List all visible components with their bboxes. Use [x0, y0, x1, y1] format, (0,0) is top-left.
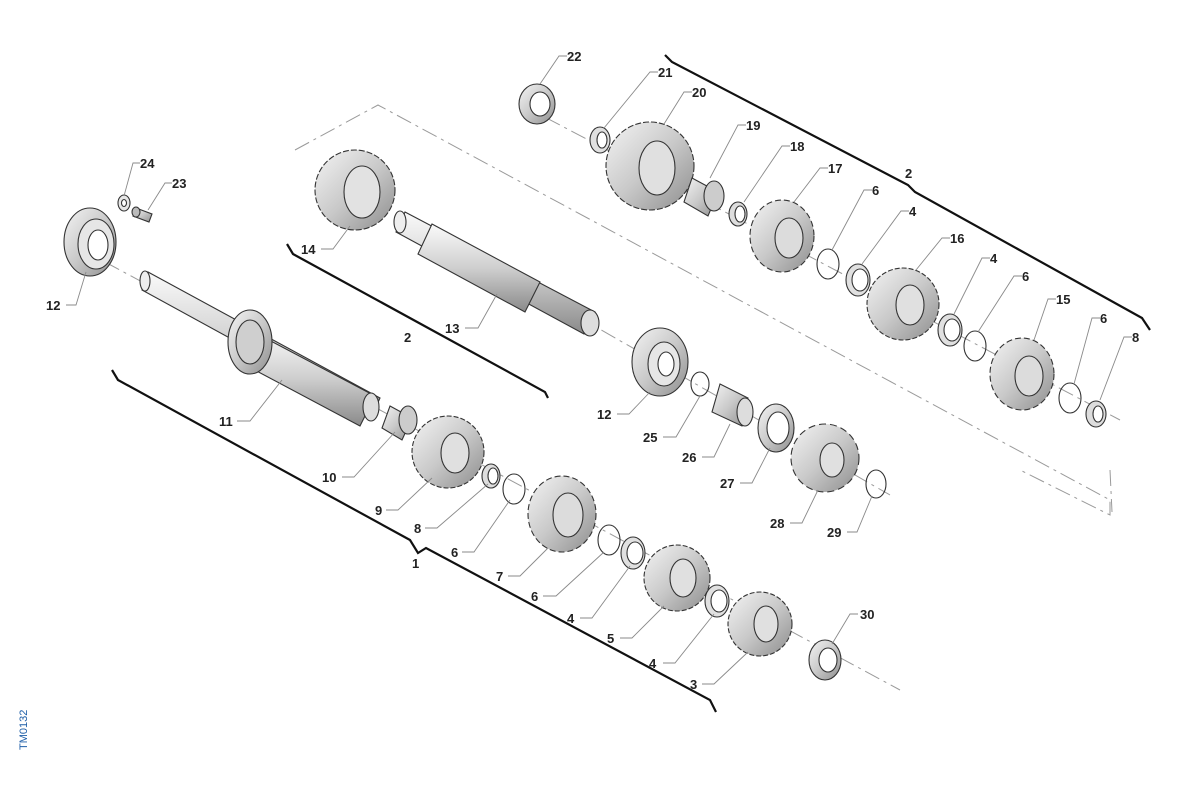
callout-12-left: 12 — [46, 298, 60, 313]
circlip-6-e — [1058, 382, 1082, 414]
gear-16 — [866, 267, 940, 341]
callout-4-a: 4 — [567, 611, 575, 626]
bearing-right — [631, 327, 689, 397]
needle-bearing-19 — [683, 177, 725, 217]
bolt-23 — [131, 206, 153, 223]
callout-3: 3 — [690, 677, 697, 692]
washer-21 — [589, 126, 611, 154]
callout-4-b: 4 — [649, 656, 657, 671]
callout-13: 13 — [445, 321, 459, 336]
callout-4-d: 4 — [990, 251, 998, 266]
washer-4-a — [620, 536, 646, 570]
callout-8-upper: 8 — [1132, 330, 1139, 345]
washer-4-d — [937, 313, 963, 347]
gear-17 — [749, 199, 815, 273]
washer-4-b — [704, 584, 730, 618]
callout-24: 24 — [140, 156, 155, 171]
callout-11: 11 — [219, 414, 233, 429]
callout-6-c: 6 — [872, 183, 879, 198]
circlip-6-c — [816, 248, 840, 280]
callout-6-a: 6 — [451, 545, 458, 560]
callout-26: 26 — [682, 450, 696, 465]
input-shaft-gear — [227, 309, 273, 375]
callout-6-d: 6 — [1022, 269, 1029, 284]
gear-7 — [527, 475, 597, 553]
axis-lines — [104, 103, 1121, 691]
washer-18 — [728, 201, 748, 227]
circlip-6-b — [597, 524, 621, 556]
circlip-29 — [865, 469, 887, 499]
figure-id: TM0132 — [18, 709, 30, 750]
callout-1: 1 — [412, 556, 419, 571]
callout-2-layshaft: 2 — [905, 166, 912, 181]
callout-22: 22 — [567, 49, 581, 64]
callout-9: 9 — [375, 503, 382, 518]
callout-5: 5 — [607, 631, 614, 646]
callout-2-output: 2 — [404, 330, 411, 345]
callout-29: 29 — [827, 525, 841, 540]
callout-4-c: 4 — [909, 204, 917, 219]
circlip-6-d — [963, 330, 987, 362]
callout-25: 25 — [643, 430, 657, 445]
callout-16: 16 — [950, 231, 964, 246]
callout-15: 15 — [1056, 292, 1070, 307]
callout-14: 14 — [301, 242, 316, 257]
bearing-30 — [808, 639, 842, 681]
callout-17: 17 — [828, 161, 842, 176]
gear-3 — [727, 591, 793, 657]
needle-bearing-10 — [381, 405, 418, 441]
sprocket-28 — [790, 423, 860, 493]
gear-20 — [605, 121, 695, 211]
callout-18: 18 — [790, 139, 804, 154]
callout-7: 7 — [496, 569, 503, 584]
callout-28: 28 — [770, 516, 784, 531]
washer-4-c — [845, 263, 871, 297]
seal-27 — [757, 403, 795, 453]
gear-15 — [989, 337, 1055, 411]
callout-27: 27 — [720, 476, 734, 491]
callout-10: 10 — [322, 470, 336, 485]
bearing-left — [63, 207, 117, 277]
leader-lines — [66, 55, 1132, 685]
callout-6-b: 6 — [531, 589, 538, 604]
callout-12-right: 12 — [597, 407, 611, 422]
washer-24 — [117, 194, 131, 212]
gear-14 — [314, 149, 396, 231]
assembly-brackets — [111, 54, 1151, 713]
callout-20: 20 — [692, 85, 706, 100]
spacer-26 — [711, 383, 754, 427]
callout-6-e: 6 — [1100, 311, 1107, 326]
gear-9 — [411, 415, 485, 489]
washer-8-upper — [1085, 400, 1107, 428]
output-shaft — [393, 210, 600, 337]
gear-5 — [643, 544, 711, 612]
circlip-6-a — [502, 473, 526, 505]
circlip-25 — [690, 371, 710, 397]
bearing-22 — [518, 83, 556, 125]
callout-labels: 1 2 2 3 4 4 4 4 5 6 6 6 6 6 7 8 8 9 10 1… — [46, 49, 1139, 692]
callout-8-lower: 8 — [414, 521, 421, 536]
callout-21: 21 — [658, 65, 672, 80]
callout-19: 19 — [746, 118, 760, 133]
washer-8-lower — [481, 463, 501, 489]
callout-30: 30 — [860, 607, 874, 622]
callout-23: 23 — [172, 176, 186, 191]
